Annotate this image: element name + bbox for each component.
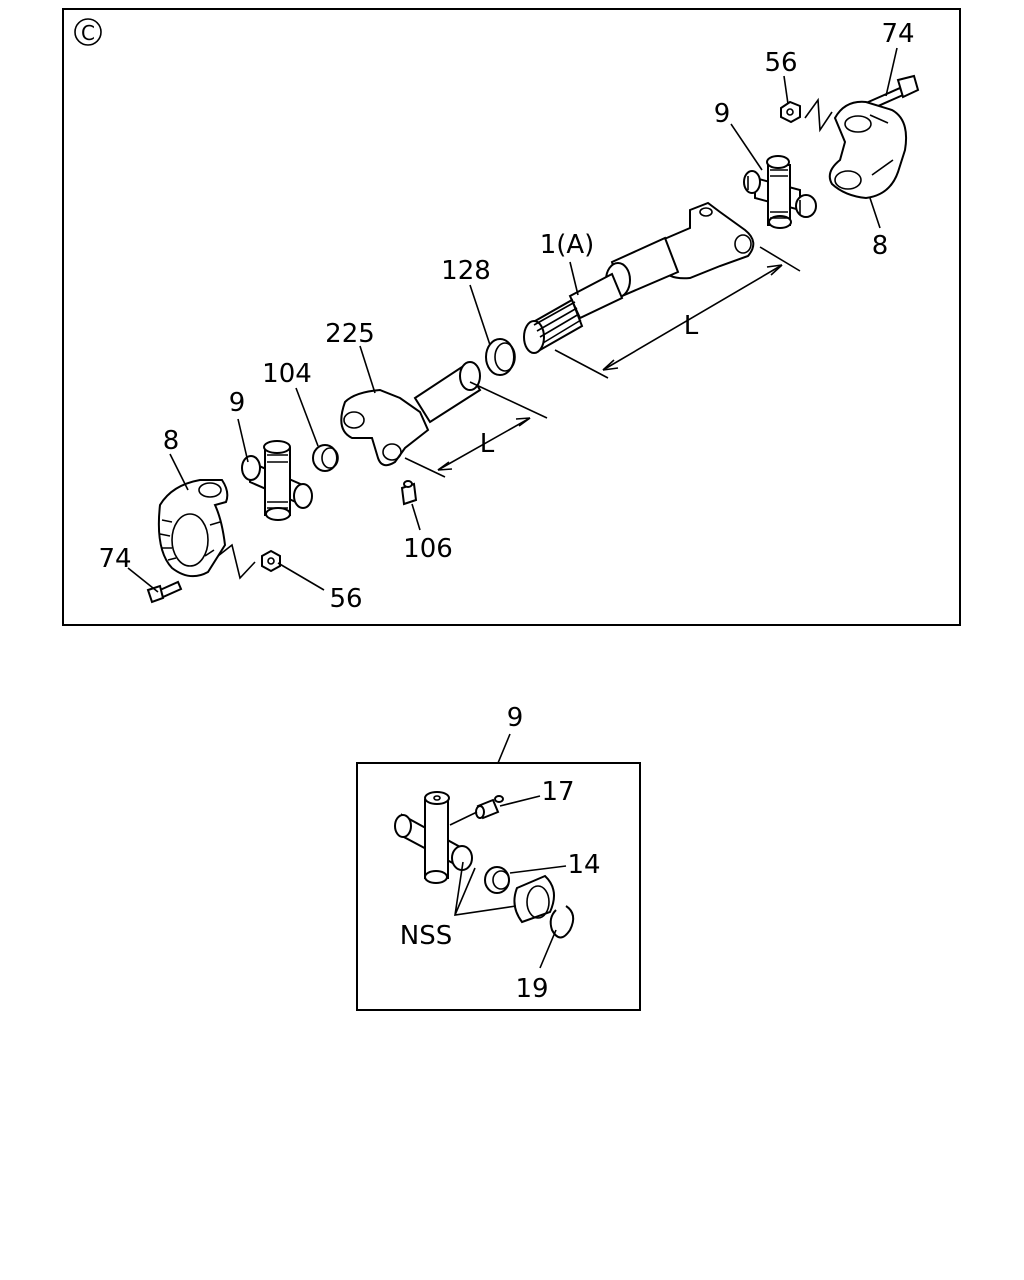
detail-spider-part	[394, 791, 473, 884]
label-fitting: 17	[541, 777, 574, 807]
yoke-right-part	[828, 100, 908, 200]
detail-leader-14	[509, 865, 567, 874]
label-slip-yoke: 225	[325, 319, 375, 349]
view-marker: C	[74, 18, 102, 46]
label-dust-cover: 128	[441, 256, 491, 286]
detail-title-leader	[497, 733, 511, 764]
detail-snap-ring-part	[549, 905, 575, 939]
label-bearing: 104	[262, 359, 312, 389]
leader-zigzag-right	[804, 97, 833, 133]
dimension-shaft-label: L	[684, 311, 699, 341]
view-marker-letter: C	[81, 21, 95, 45]
detail-leader-19	[539, 929, 557, 969]
bearing-part	[312, 444, 339, 472]
dimension-slip-label: L	[480, 429, 495, 459]
detail-view-frame	[356, 762, 641, 1011]
nut-right-part	[780, 100, 801, 124]
detail-title: 9	[507, 703, 524, 733]
main-view: C	[62, 8, 961, 626]
detail-leader-17	[499, 795, 541, 807]
dimension-shaft: L	[554, 246, 801, 379]
detail-cup-part	[513, 874, 555, 924]
bolt-left-part	[146, 580, 183, 604]
slip-yoke-part	[340, 361, 482, 467]
leader-zigzag-left	[217, 543, 256, 580]
label-nut-left: 56	[329, 584, 362, 614]
shaft-part	[523, 201, 755, 354]
label-not-serviced: NSS	[400, 921, 452, 951]
label-nut-right: 56	[764, 48, 797, 78]
label-bolt-right: 74	[881, 19, 914, 49]
detail-leader-fitting-spider	[449, 811, 478, 826]
detail-leader-nss	[454, 861, 517, 916]
nut-left-part	[261, 549, 281, 573]
label-snap-ring: 19	[515, 974, 548, 1004]
detail-fitting-part	[475, 795, 504, 820]
leader-lines	[127, 47, 898, 593]
label-bolt-left: 74	[98, 544, 131, 574]
yoke-left-part	[157, 479, 229, 578]
label-grease-fitting: 106	[403, 534, 453, 564]
detail-seal-part	[484, 866, 510, 894]
label-yoke-left: 8	[163, 426, 180, 456]
label-seal: 14	[567, 850, 600, 880]
grease-fitting-part	[400, 480, 418, 506]
label-shaft: 1(A)	[540, 230, 595, 260]
label-yoke-right: 8	[872, 231, 889, 261]
spider-left-part	[241, 440, 313, 521]
detail-view: 9	[356, 703, 641, 1011]
main-view-frame	[62, 8, 961, 626]
label-spider-right: 9	[714, 99, 731, 129]
label-spider-left: 9	[229, 388, 246, 418]
spider-right-part	[743, 155, 817, 229]
dimension-slip: L	[404, 381, 548, 478]
dust-cover-part	[485, 338, 516, 376]
